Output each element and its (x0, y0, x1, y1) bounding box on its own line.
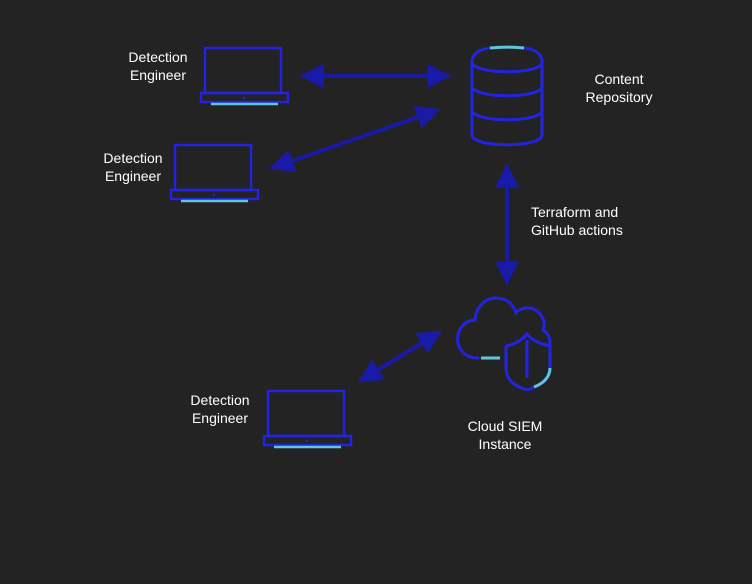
arrow-engineer3-siem (357, 330, 443, 383)
siem-label: Cloud SIEM Instance (455, 417, 555, 453)
engineer-3-label-line2: Engineer (191, 410, 249, 426)
repository-label-line2: Repository (585, 89, 653, 105)
laptop-icon (199, 46, 290, 106)
engineer-2-label: Detection Engineer (93, 149, 173, 185)
siem-label-line1: Cloud SIEM (467, 418, 543, 434)
engineer-1-label-line1: Detection (128, 49, 188, 65)
siem-label-line2: Instance (478, 436, 532, 452)
engineer-2-label-line2: Engineer (104, 168, 162, 184)
engineer-2-label-line1: Detection (103, 150, 163, 166)
terraform-github-label-line2: GitHub actions (531, 222, 623, 238)
database-icon (470, 45, 544, 147)
engineer-1-label: Detection Engineer (118, 48, 198, 84)
cloud-shield-icon (456, 296, 552, 392)
laptop-icon (262, 389, 353, 449)
engineer-3-label: Detection Engineer (180, 391, 260, 427)
terraform-github-label: Terraform and GitHub actions (531, 203, 651, 239)
engineer-3-label-line1: Detection (190, 392, 250, 408)
laptop-icon (169, 143, 260, 203)
engineer-1-label-line2: Engineer (129, 67, 187, 83)
repository-label-line1: Content (594, 71, 644, 87)
arrow-engineer2-repository (269, 105, 441, 173)
repository-label: Content Repository (574, 70, 664, 106)
terraform-github-label-line1: Terraform and (531, 204, 619, 220)
